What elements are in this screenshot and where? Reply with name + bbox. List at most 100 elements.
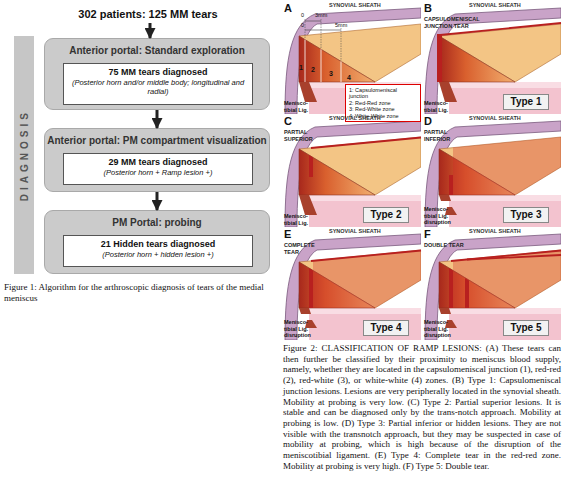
tear-line [311,251,421,262]
result-box: 75 MM tears diagnosed(Posterior horn and… [63,63,253,105]
structure-label: SYNOVIAL SHEATH [469,228,521,235]
flow-arrow [156,192,159,210]
structure-label: Menisco-tibial Lig. disruption [424,206,458,226]
ligament-stump [439,195,451,201]
process-box: Anterior portal: Standard exploration 75 … [44,38,270,110]
structure-label: Menisco-tibial Lig. [284,213,318,226]
type-box: Type 5 [503,320,549,336]
figure-caption: Figure 1: Algorithm for the arthroscopic… [4,282,272,304]
type-box: Type 1 [503,94,549,110]
zone-divider [305,40,306,82]
panel-letter: E [284,228,291,240]
key-text: 3: Red-White zone [349,106,417,112]
scale-tick [321,19,322,49]
type-label: Type 1 [504,95,548,109]
callout-number: 3 [329,70,333,78]
meniscus-base [425,234,561,340]
tear-label: PARTIAL INFERIOR [424,129,464,142]
meniscotibial-ligament [299,82,317,102]
type-label: Type 5 [504,321,548,335]
callout-number: 1 [299,64,303,72]
result-text: 75 MM tears diagnosed [67,67,249,78]
figure-caption: Figure 2: CLASSIFICATION OF RAMP LESIONS… [283,343,561,471]
ligament-stump [299,308,311,314]
type-label: Type 3 [504,208,548,222]
mobile-zone [453,250,561,308]
zone-divider [321,49,322,82]
panel-letter: F [424,228,431,240]
type-box: Type 4 [363,320,409,336]
flow-arrow [149,23,152,38]
process-box: Anterior portal: PM compartment visualiz… [44,128,270,192]
result-text: (Posterior horn + hidden lesion +) [67,250,249,259]
structure-label: SYNOVIAL SHEATH [329,2,381,9]
structure-label: Menisco-tibial Lig. [284,100,318,113]
tear-label: PARTIAL SUPERIOR [284,129,324,142]
zone-divider [341,61,342,82]
key-text: 2: Red-Red zone [349,100,417,106]
scale-line [305,30,341,31]
meniscus-base [285,234,421,340]
tear-line [311,138,421,149]
structure-label: Menisco-tibial Lig. [424,100,458,113]
type-label: Type 4 [364,321,408,335]
panel-c [285,121,421,227]
type-label: Type 2 [364,208,408,222]
tear [437,34,442,82]
ligament-stump [439,308,451,314]
dimension-label: 3mm [315,12,327,19]
mobile-zone [453,137,561,195]
node-title: 302 patients: 125 MM tears [40,5,256,23]
process-box: PM Portal: probing 21 Hidden tears diagno… [44,210,270,274]
callout-number: 4 [347,74,351,82]
meniscus-base [285,121,421,227]
start-node: 302 patients: 125 MM tears [40,5,256,23]
type-box: Type 2 [363,207,409,223]
panel-letter: C [284,115,292,127]
meniscotibial-ligament [299,195,317,215]
callout-number: 2 [311,66,315,74]
result-box: 21 Hidden tears diagnosed(Posterior horn… [63,235,253,267]
panel-letter: D [424,115,432,127]
tear [465,278,469,308]
flow-arrow [156,110,159,128]
panel-letter: B [424,2,432,14]
tear [309,155,313,177]
structure-label: Menisco-tibial Lig. disruption [284,319,318,339]
scale-line [305,21,321,22]
structure-label: SYNOVIAL SHEATH [329,228,381,235]
scale-tick [341,28,342,61]
result-text: 29 MM tears diagnosed [67,157,249,168]
structure-label: SYNOVIAL SHEATH [469,2,521,9]
structure-label: SYNOVIAL SHEATH [469,115,521,122]
result-text: 21 Hidden tears diagnosed [67,239,249,250]
tear-label: COMPLETE TEAR [284,242,324,255]
process-title: Anterior portal: Standard exploration [45,45,269,56]
panel-f [425,234,561,340]
tear [449,268,453,308]
tear-label: DOUBLE TEAR [424,242,464,249]
result-text: (Posterior horn and/or middle body; long… [67,78,249,96]
phase-band: DIAGNOSIS [14,36,34,274]
dimension-label: 0 [301,12,304,19]
panel-letter: A [284,2,292,14]
structure-label: SYNOVIAL SHEATH [329,115,381,122]
tear [309,268,313,308]
tear-label: CAPSULOMENISCAL JUNCTION TEAR [424,16,488,29]
key-text: 1: Capsulomeniscal junction [349,87,417,100]
meniscotibial-ligament [439,82,457,102]
process-title: PM Portal: probing [45,217,269,228]
panel-d [425,121,561,227]
tear-line [451,251,561,262]
process-title: Anterior portal: PM compartment visualiz… [45,135,269,146]
dimension-label: 0 [301,22,304,29]
panel-b [425,8,561,114]
tear [449,175,453,195]
meniscus-base [425,8,561,114]
meniscus-base [425,121,561,227]
tear-line [467,255,561,260]
scale-tick [305,19,306,39]
structure-label: Menisco-tibial Lig. disruption [424,319,458,339]
